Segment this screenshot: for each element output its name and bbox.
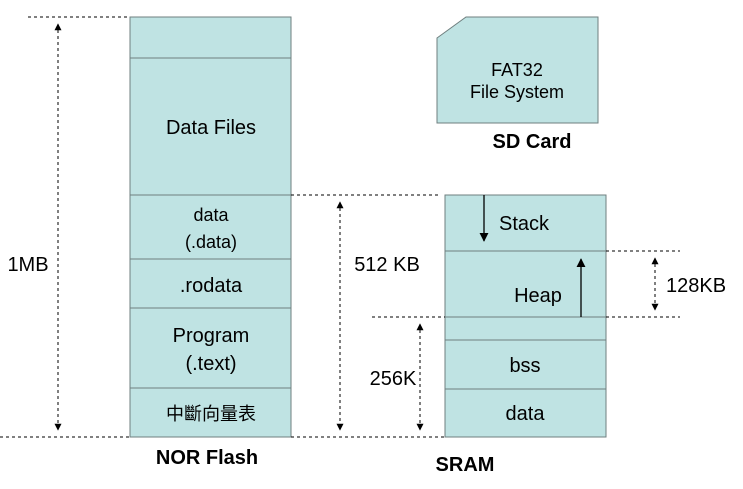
sram-lower-size-label-bg (364, 364, 418, 392)
sd-card-file-system-label: File System (470, 82, 564, 102)
nor-data-files-label: Data Files (166, 117, 256, 139)
nor-program-size-label: 512 KB (354, 254, 420, 276)
sd-card-shape (436, 16, 599, 124)
nor-total-size-label: 1MB (7, 254, 48, 276)
sd-card-caption: SD Card (493, 131, 572, 153)
nor-total-size-dimension: 1MB (0, 16, 130, 438)
sram-block-heap (444, 250, 607, 318)
sram-column: Stack Heap bss data SRAM (436, 194, 607, 476)
sram-stack-label: Stack (499, 213, 550, 235)
sram-lower-size-label: 256K (370, 368, 417, 390)
nor-rodata-label: .rodata (180, 275, 243, 297)
sram-heap-label: Heap (514, 285, 562, 307)
nor-block-data-files (129, 57, 292, 196)
nor-program-size-dimension: 512 KB (291, 194, 445, 438)
nor-block-program (129, 307, 292, 389)
nor-flash-caption: NOR Flash (156, 447, 258, 469)
sram-block-stack (444, 194, 607, 252)
nor-text-section-label: (.text) (185, 353, 236, 375)
nor-total-size-label-bg (4, 250, 54, 278)
nor-block-rodata (129, 258, 292, 309)
nor-block-reserved (129, 16, 292, 59)
sram-caption: SRAM (436, 454, 495, 476)
nor-data-label: data (193, 205, 229, 225)
nor-block-data (129, 194, 292, 260)
sram-bss-label: bss (509, 355, 540, 377)
sram-block-bss (444, 339, 607, 390)
sram-data-label: data (506, 403, 546, 425)
sram-heap-size-label: 128KB (666, 275, 726, 297)
sram-block-data (444, 388, 607, 438)
sram-lower-size-dimension: 256K (364, 316, 445, 431)
sd-card-fat32-label: FAT32 (491, 60, 543, 80)
sd-card: FAT32 File System SD Card (436, 16, 599, 153)
nor-program-size-label-bg (346, 250, 428, 278)
nor-data-section-label: (.data) (185, 232, 237, 252)
sram-heap-size-dimension: 128KB (606, 250, 726, 318)
nor-block-vector-table (129, 387, 292, 438)
sram-block-free (444, 316, 607, 341)
nor-program-label: Program (173, 325, 250, 347)
nor-flash-column: Data Files data (.data) .rodata Program … (129, 16, 292, 469)
nor-vector-table-label: 中斷向量表 (166, 404, 256, 425)
